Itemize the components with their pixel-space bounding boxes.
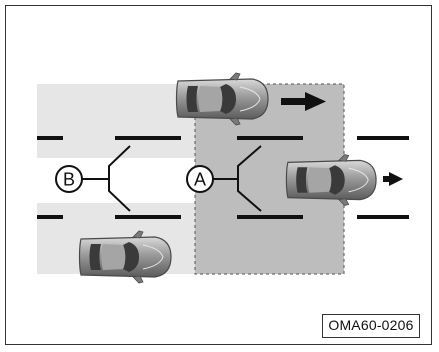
figure-frame — [5, 5, 432, 345]
figure-code-label: OMA60-0206 — [322, 314, 420, 338]
car-lower-adjacent — [78, 230, 172, 284]
callout-b-label: B — [63, 170, 75, 190]
car-center-ego — [285, 153, 377, 207]
callout-a: A — [186, 145, 262, 212]
zone-b-upper-band — [37, 84, 195, 158]
arrow-right-icon — [281, 92, 326, 111]
lane-markings-upper — [37, 136, 409, 140]
callout-a-label: A — [194, 170, 206, 190]
lane-markings-lower — [37, 215, 409, 219]
car-upper-adjacent — [175, 72, 269, 126]
arrow-right-small-icon — [383, 172, 403, 186]
callout-b: B — [55, 145, 131, 212]
